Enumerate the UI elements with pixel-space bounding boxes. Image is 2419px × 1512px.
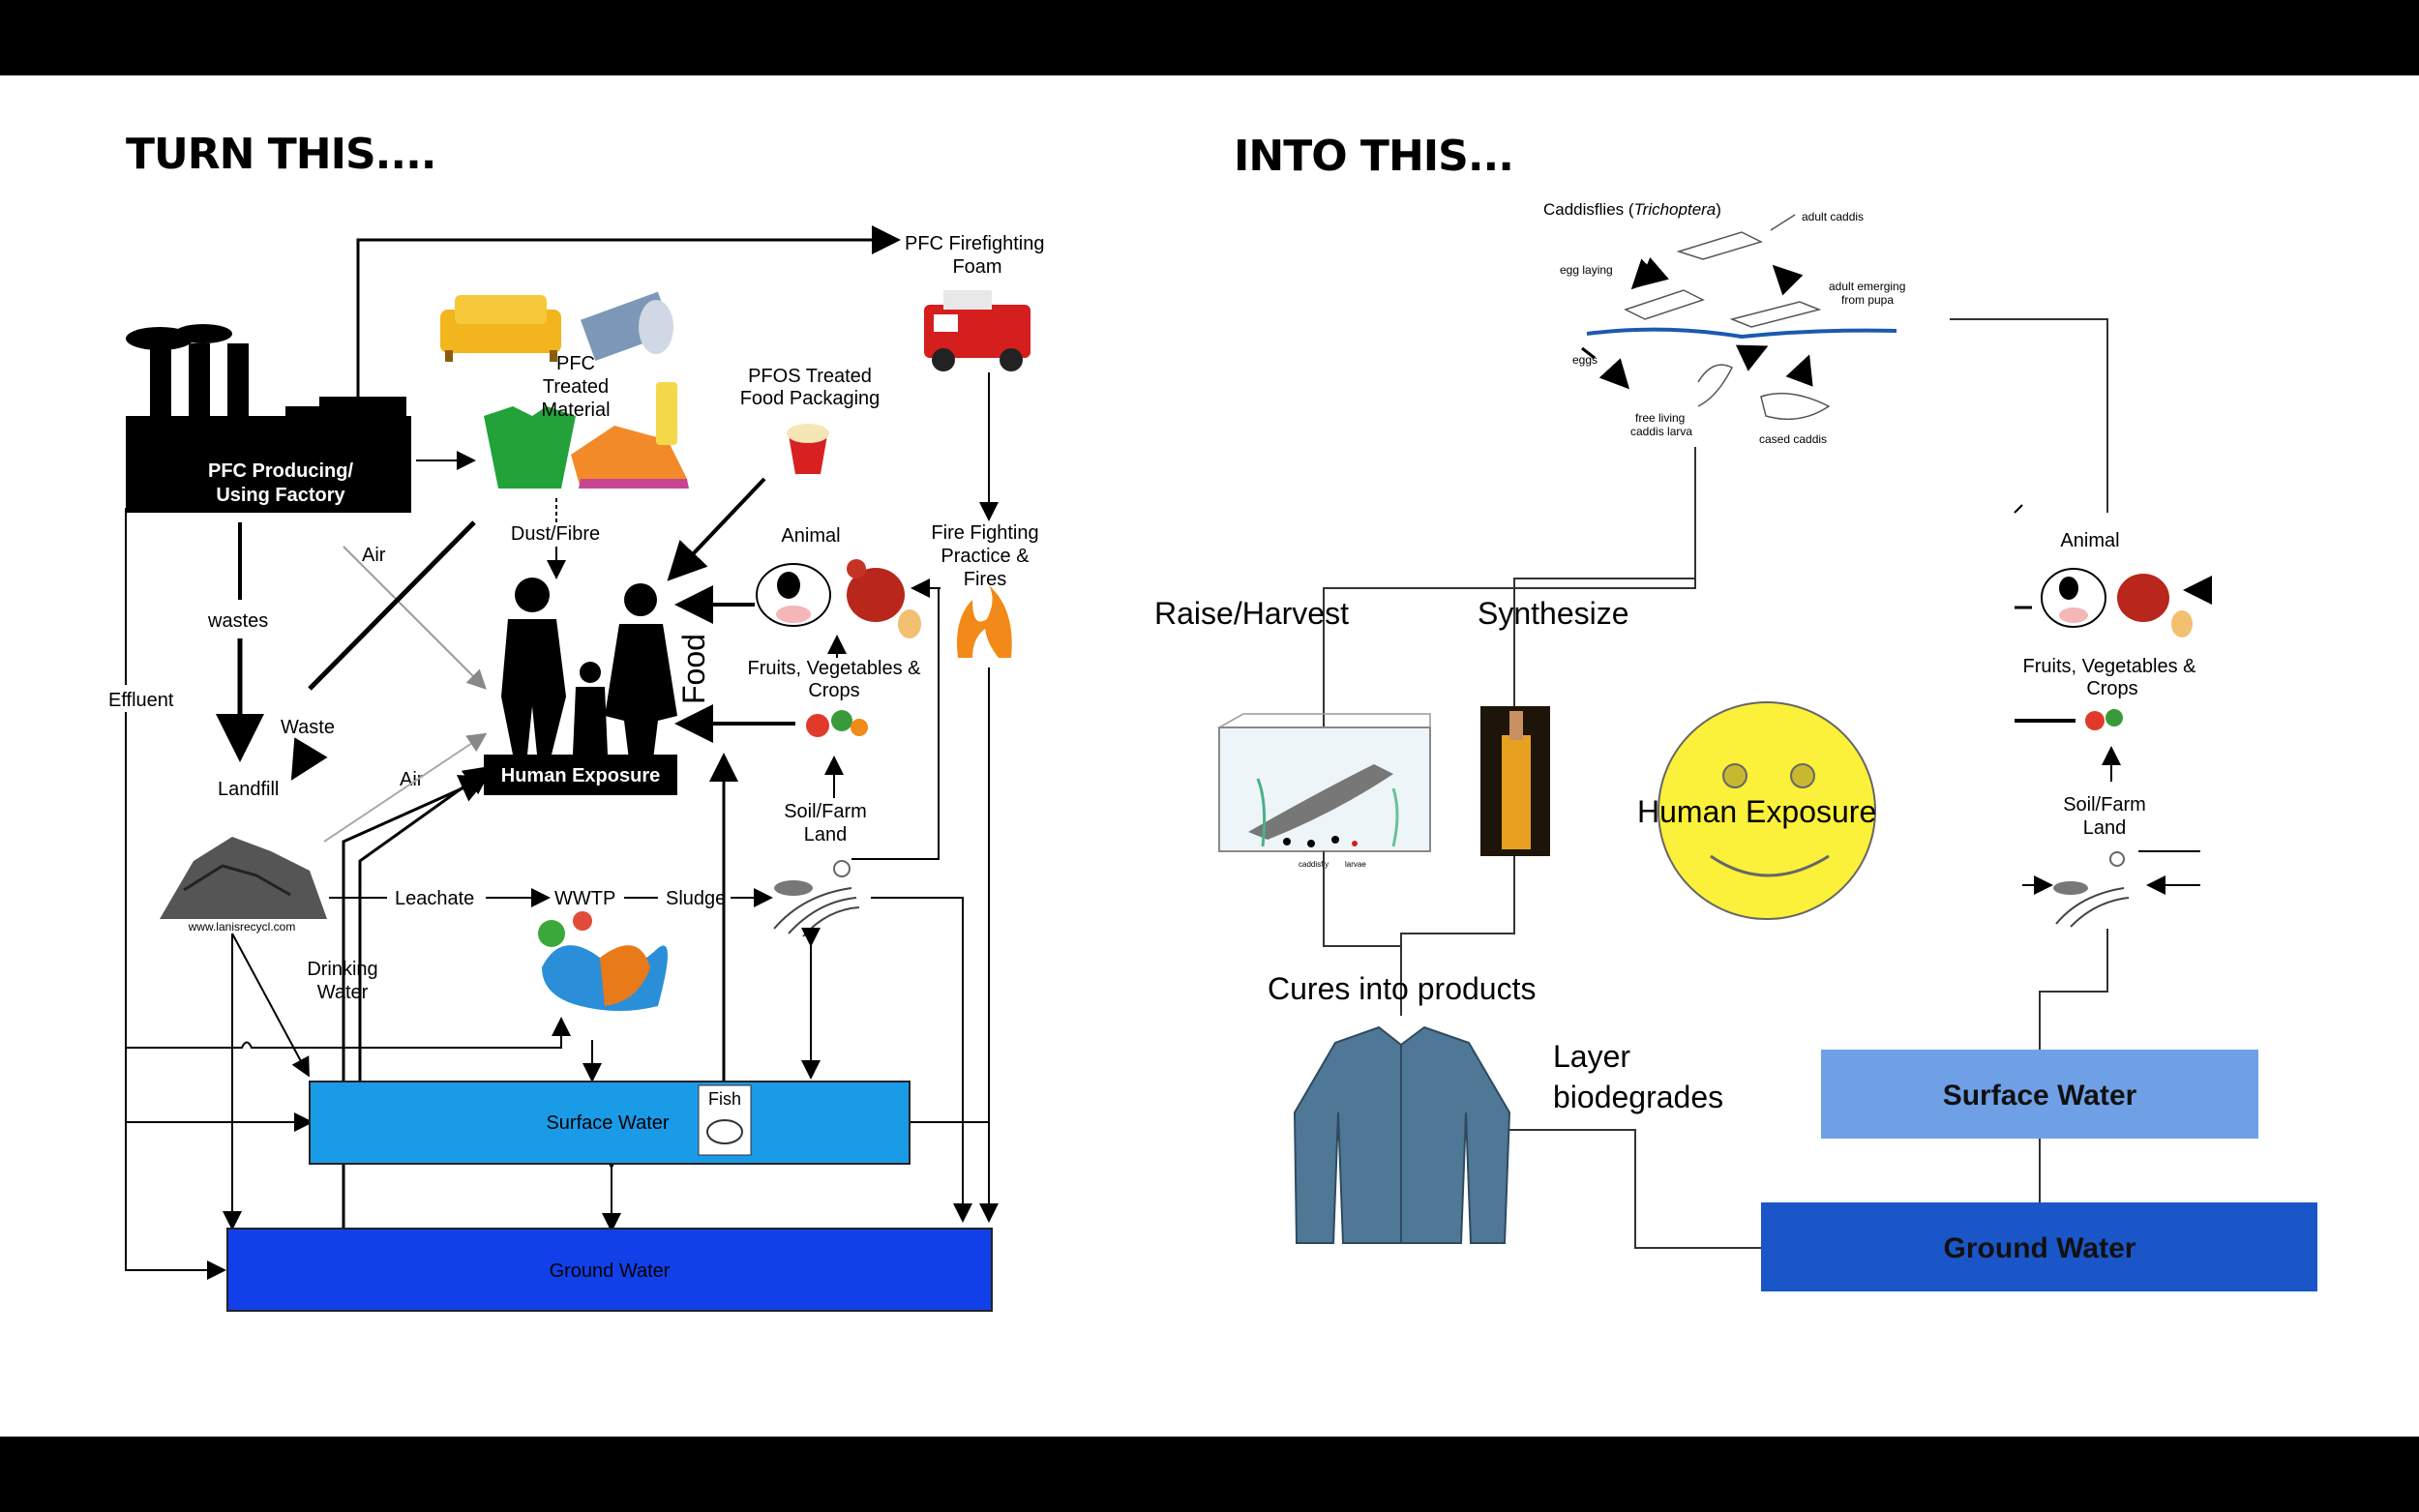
right-egg-icon: [2171, 610, 2193, 637]
right-soil-1: Soil/Farm: [2063, 794, 2146, 815]
food-label: Food: [676, 634, 711, 704]
dust-fibre-label: Dust/Fibre: [511, 523, 600, 545]
fire-truck-icon: [924, 290, 1030, 371]
caddis-adult-label: adult caddis: [1802, 210, 1864, 223]
aquarium-icon: [1218, 713, 1431, 852]
foam-label-1: PFC Firefighting: [905, 233, 1045, 254]
heading-right: INTO THIS...: [1234, 132, 1514, 181]
raise-harvest-label: Raise/Harvest: [1154, 596, 1349, 631]
food-packaging-1: PFOS Treated: [748, 366, 872, 387]
family-silhouette-icon: [501, 578, 677, 759]
wwtp-icon: [538, 911, 668, 1011]
fruits-label-2: Crops: [808, 680, 859, 701]
right-chicken-icon: [2117, 574, 2169, 622]
human-exposure-label: Human Exposure: [501, 765, 660, 786]
animal-label: Animal: [781, 525, 840, 547]
landfill-icon: [160, 837, 327, 919]
heading-left: TURN THIS....: [126, 130, 437, 179]
caddis-eggs-label: eggs: [1572, 353, 1598, 367]
wwtp-label: WWTP: [554, 888, 615, 909]
tank-label-2: larvae: [1345, 860, 1366, 869]
layer-label-2: biodegrades: [1553, 1080, 1723, 1114]
soil-label-1: Soil/Farm: [784, 801, 867, 822]
right-farm-field-icon: [2053, 851, 2130, 928]
effluent-label: Effluent: [108, 690, 174, 711]
caddis-free-living-2: caddis larva: [1630, 425, 1692, 438]
caddis-emerging-1: adult emerging: [1829, 280, 1905, 293]
soil-label-2: Land: [804, 824, 848, 845]
right-ground-water-box: [1761, 1202, 2317, 1291]
leachate-label: Leachate: [395, 888, 474, 909]
denim-jacket-icon: [1293, 1025, 1511, 1244]
left-surface-water-label: Surface Water: [546, 1112, 669, 1134]
right-soil-2: Land: [2083, 817, 2127, 839]
treated-material-2: Treated: [543, 376, 609, 398]
air-top-label: Air: [362, 545, 386, 566]
vial-icon: [1480, 706, 1550, 856]
right-fruits-1: Fruits, Vegetables &: [2023, 656, 2197, 677]
fire-icon: [957, 585, 1012, 658]
caddis-cased-label: cased caddis: [1759, 432, 1827, 446]
air-mid-label: Air: [400, 769, 424, 790]
cures-label: Cures into products: [1268, 971, 1536, 1006]
fish-icon: [706, 1119, 743, 1144]
treated-material-1: PFC: [556, 353, 595, 374]
caddis-free-living-1: free living: [1635, 411, 1685, 425]
right-cow-icon: [2041, 568, 2106, 628]
farm-field-icon: [773, 860, 860, 937]
human-exposure-box: [484, 755, 677, 795]
right-surface-water-box: [1821, 1050, 2258, 1139]
right-human-exposure-label: Human Exposure: [1637, 794, 1876, 829]
treated-material-3: Material: [541, 400, 610, 421]
left-ground-water-box: [226, 1228, 993, 1312]
right-diagram: Caddisflies (Trichoptera) adult caddis e…: [1154, 200, 2317, 1291]
right-animal-label: Animal: [2060, 530, 2119, 551]
right-fruits-2: Crops: [2086, 678, 2137, 699]
smiley-face-icon: [1657, 701, 1876, 920]
popcorn-icon: [787, 424, 829, 474]
landfill-credit: www.lanisrecycl.com: [188, 920, 296, 934]
fabric-roll-icon: [581, 291, 673, 361]
right-foodchain-panel: Animal Fruits, Vegetables & Crops S: [2014, 504, 2212, 929]
spray-can-icon: [656, 382, 677, 445]
fire-practice-3: Fires: [964, 569, 1006, 590]
jacket-icon: [484, 406, 576, 489]
wastes-label: wastes: [207, 610, 268, 632]
left-ground-water-label: Ground Water: [550, 1260, 671, 1282]
sludge-label: Sludge: [666, 888, 726, 909]
factory-label-1: PFC Producing/: [208, 460, 353, 482]
factory-icon: [126, 324, 411, 513]
layer-label-1: Layer: [1553, 1039, 1630, 1074]
left-surface-water-box: [309, 1081, 911, 1165]
sofa-icon: [440, 295, 561, 362]
caddis-emerging-2: from pupa: [1841, 293, 1894, 307]
landfill-label: Landfill: [218, 779, 279, 800]
vegetables-icon: [806, 710, 868, 737]
caddis-title: Caddisflies (Trichoptera): [1543, 200, 1721, 219]
chicken-icon: [847, 559, 905, 622]
caddis-egg-laying-label: egg laying: [1560, 263, 1613, 277]
fire-practice-2: Practice &: [941, 546, 1030, 567]
waste-label: Waste: [281, 717, 335, 738]
caddisfly-lifecycle-icon: [1581, 214, 1897, 421]
right-vegetables-icon: [2085, 709, 2123, 730]
right-surface-water-label: Surface Water: [1943, 1080, 2137, 1112]
egg-icon: [898, 609, 921, 638]
tank-label-1: caddisfly: [1299, 860, 1329, 869]
fire-practice-1: Fire Fighting: [931, 522, 1038, 544]
foam-label-2: Foam: [952, 256, 1001, 278]
left-diagram: PFC Producing/ Using Factory PFC Firefig…: [106, 225, 1045, 1312]
synthesize-label: Synthesize: [1478, 596, 1629, 631]
right-ground-water-label: Ground Water: [1944, 1232, 2136, 1264]
factory-label-2: Using Factory: [216, 485, 345, 506]
fish-label: Fish: [708, 1089, 741, 1109]
cow-icon: [756, 563, 831, 627]
fruits-label-1: Fruits, Vegetables &: [748, 658, 922, 679]
food-packaging-2: Food Packaging: [740, 388, 881, 409]
